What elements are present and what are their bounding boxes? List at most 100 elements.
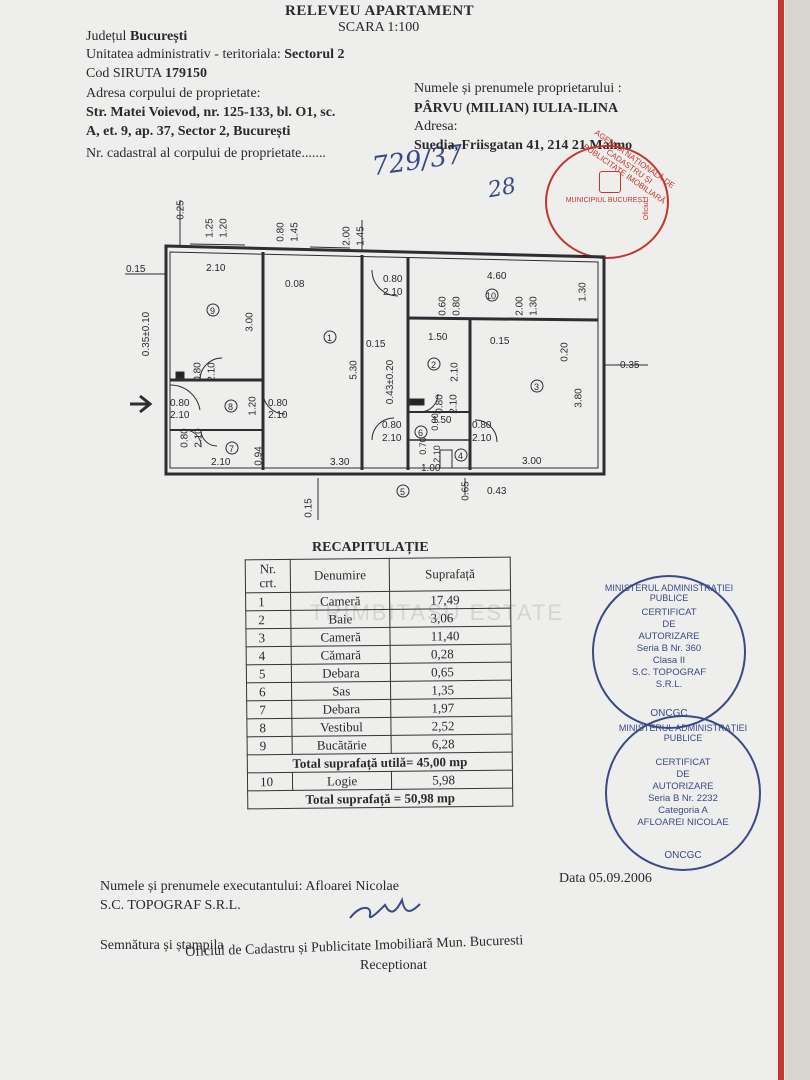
door-arc-debara7b [200, 429, 218, 447]
certificate-stamp-1: MINISTERUL ADMINISTRAȚIEI PUBLICE CERTIF… [592, 575, 746, 729]
stamp1-line3: AUTORIZARE [638, 631, 700, 642]
door-arc-room1 [262, 391, 286, 415]
dim-015c: 0.15 [366, 339, 386, 350]
room-label-4: 4 [458, 451, 464, 461]
fixture-wc [439, 449, 453, 469]
fixture-marker-1 [175, 371, 185, 379]
office-line-2: Receptionat [360, 958, 427, 973]
room-circle-6 [414, 425, 428, 439]
dim-300b: 3.00 [522, 456, 542, 467]
stamp2-line3: AUTORIZARE [652, 781, 714, 792]
room-label-5: 5 [400, 487, 406, 497]
executor-company: S.C. TOPOGRAF S.R.L. [100, 898, 241, 913]
dim-035a: 0.35 [620, 360, 640, 371]
county-value: București [129, 29, 188, 44]
room-circle-1 [323, 330, 337, 344]
wall-loggia [407, 316, 599, 322]
stamp2-line4: Seria B Nr. 2232 [648, 793, 718, 804]
door-arc-debara7 [184, 429, 202, 447]
stamp1-ring-text: MINISTERUL ADMINISTRAȚIEI PUBLICE [604, 583, 734, 603]
certificate-stamp-2: MINISTERUL ADMINISTRAȚIEI PUBLICE CERTIF… [605, 715, 761, 871]
admin-unit-line: Unitatea administrativ - teritoriala: Se… [86, 47, 345, 63]
stamp2-bottom: ONCGC [664, 850, 702, 861]
dim-210f: 2.10 [170, 410, 190, 421]
door-arc-room3 [474, 419, 498, 443]
siruta-label: Cod SIRUTA [86, 66, 162, 81]
dim-015a: 0.15 [126, 264, 146, 275]
address-label: Adresa corpului de proprietate: [86, 86, 261, 101]
dim-210l: 2.10 [211, 457, 231, 468]
stamp2-line2: DE [676, 769, 690, 780]
room-circle-2 [427, 357, 441, 371]
fixture-marker-2 [409, 398, 425, 406]
dim-150a: 1.50 [428, 332, 448, 343]
owner-address-label: Adresa: [414, 119, 458, 134]
executor-line: Numele și prenumele executantului: Afloa… [100, 879, 399, 895]
room-label-8: 8 [228, 402, 234, 412]
dim-460: 4.60 [487, 271, 507, 282]
room-circle-3 [530, 379, 544, 393]
document-date: Data 05.09.2006 [559, 871, 652, 886]
stamp1-bottom: ONCGC [650, 708, 688, 719]
dim-210g: 2.10 [268, 410, 288, 421]
dim-015b: 0.15 [490, 336, 510, 347]
page-edge-red-line [778, 0, 784, 1080]
coat-of-arms-icon [599, 171, 621, 193]
stamp1-line4: Seria B Nr. 360 [636, 643, 702, 654]
stamp1-line6: S.C. TOPOGRAF S.R.L. [631, 667, 707, 690]
stamp2-ring-text: MINISTERUL ADMINISTRAȚIEI PUBLICE [618, 723, 748, 743]
room-circle-7 [225, 441, 239, 455]
dim-008: 0.08 [285, 279, 305, 290]
window-kitchen [189, 243, 246, 246]
dim-080f: 0.80 [170, 398, 190, 409]
room-circle-9 [206, 303, 220, 317]
entry-arrow-icon [130, 394, 153, 414]
admin-unit-label: Unitatea administrativ - teritoriala: [86, 47, 281, 62]
recap-title: RECAPITULAȚIE [312, 540, 429, 555]
page-edge [785, 0, 810, 1080]
room-label-2: 2 [431, 360, 437, 370]
room-label-6: 6 [418, 428, 424, 438]
owner-label: Numele și prenumele proprietarului : [414, 81, 622, 96]
stamp1-line2: DE [662, 619, 676, 630]
watermark: TRIMBITAȘU ESTATE [310, 600, 565, 625]
dim-100: 1.00 [421, 463, 441, 474]
executor-label: Numele și prenumele executantului: [100, 879, 303, 894]
door-arc-loggia [371, 269, 399, 297]
admin-unit-value: Sectorul 2 [284, 47, 345, 62]
door-arc-bath [419, 393, 439, 413]
room-label-3: 3 [534, 382, 540, 392]
inner-wall [169, 251, 599, 469]
dim-330: 3.30 [330, 457, 350, 468]
address-line-2: A, et. 9, ap. 37, Sector 2, București [86, 124, 291, 139]
room-circle-10 [485, 288, 499, 302]
dim-210b: 2.10 [383, 287, 403, 298]
window-room1 [309, 246, 351, 249]
stamp2-line5: Categoria A [658, 805, 708, 816]
dim-080h: 0.80 [382, 420, 402, 431]
siruta-line: Cod SIRUTA 179150 [86, 66, 207, 82]
dim-043b: 0.43 [487, 486, 507, 497]
dim-080i: 0.80 [472, 420, 492, 431]
stamp1-line5: Clasa II [652, 655, 686, 666]
room-label-1: 1 [327, 333, 333, 343]
owner-address-value: Suedia, Friisgatan 41, 214 21 Malmo [414, 138, 633, 153]
dim-210h: 2.10 [382, 433, 402, 444]
room-circle-8 [224, 399, 238, 413]
room-label-7: 7 [229, 444, 235, 454]
red-stamp-inner-text: MUNICIPIUL BUCUREȘTI [565, 197, 649, 204]
window-loggia [429, 252, 591, 258]
cadastral-label: Nr. cadastral al corpului de proprietate… [86, 146, 326, 161]
stamp2-line1: CERTIFICAT [655, 757, 711, 768]
room-label-10: 10 [486, 291, 497, 301]
room-circle-5 [396, 484, 410, 498]
document-title: RELEVEU APARTAMENT [285, 3, 475, 19]
siruta-value: 179150 [165, 66, 208, 81]
dim-080b: 0.80 [383, 274, 403, 285]
signature-label: Semnătura și ștampila [100, 938, 224, 953]
room-label-9: 9 [210, 306, 216, 316]
room-circle-4 [454, 448, 468, 462]
red-agency-stamp: AGENȚIA NAȚIONALĂ DE CADASTRU ȘI PUBLICI… [545, 128, 676, 259]
